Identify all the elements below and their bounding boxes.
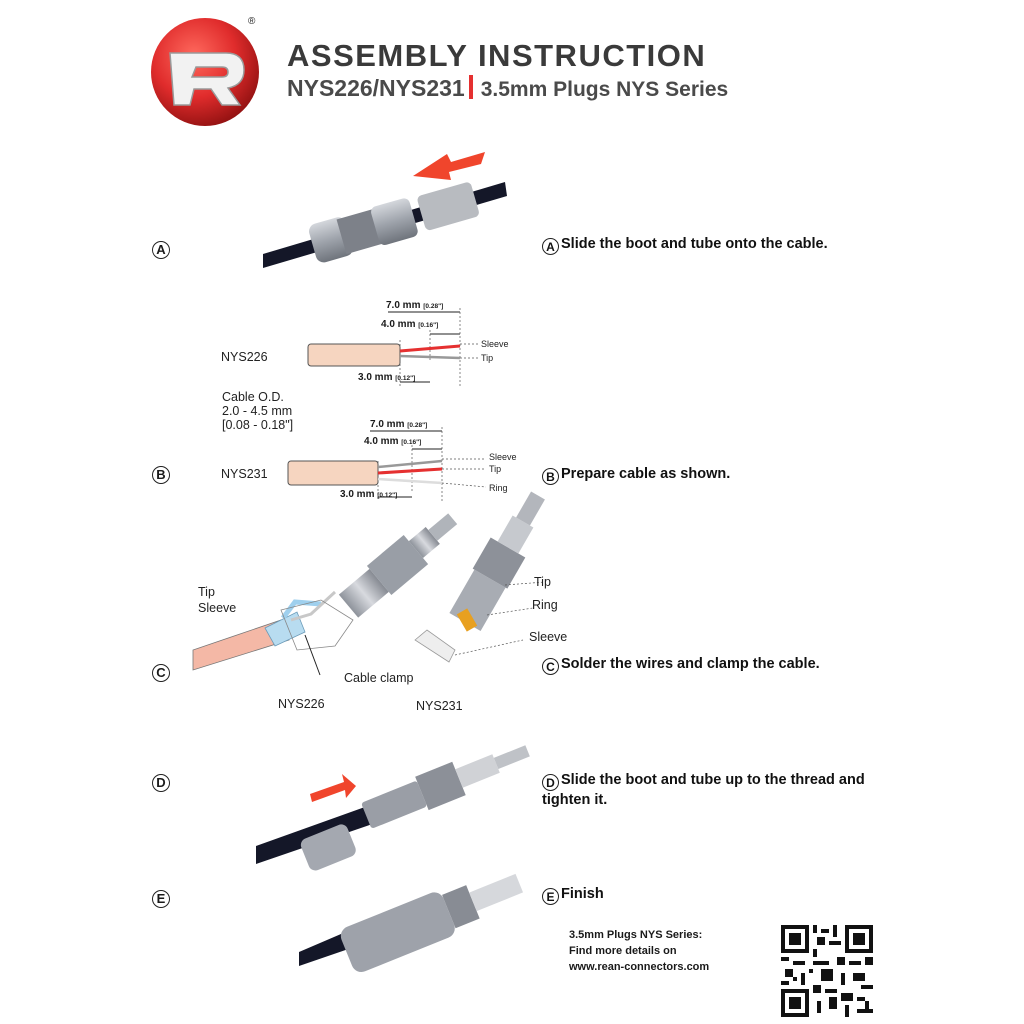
cable-od-label: Cable O.D. 2.0 - 4.5 mm [0.08 - 0.18"] <box>222 390 293 432</box>
step-a-marker: A <box>542 238 559 255</box>
dim-value: 3.0 mm <box>358 372 393 383</box>
dim-inch: [0.16"] <box>401 439 422 446</box>
dim-value: 7.0 mm <box>370 419 405 430</box>
step-e-illustration <box>299 873 524 973</box>
nys231-tip-label: Tip <box>489 464 502 474</box>
direction-arrow <box>413 152 485 180</box>
rean-logo <box>151 18 259 126</box>
step-a-illustration <box>263 152 507 268</box>
dim-inch: [0.28"] <box>423 303 444 310</box>
step-e-marker: E <box>542 888 559 905</box>
nys231-dim-4mm: 4.0 mm [0.16"] <box>364 436 421 447</box>
dim-inch: [0.12"] <box>395 375 416 382</box>
dim-inch: [0.28"] <box>407 422 428 429</box>
footer-line-1: 3.5mm Plugs NYS Series: <box>569 929 703 941</box>
dim-value: 3.0 mm <box>340 489 375 500</box>
cable-od-mm: 2.0 - 4.5 mm <box>222 404 293 418</box>
cable-clamp-label: Cable clamp <box>344 671 414 685</box>
step-a-label: Slide the boot and tube onto the cable. <box>561 236 828 252</box>
nys231-dim-7mm: 7.0 mm [0.28"] <box>370 419 427 430</box>
qr-code[interactable] <box>781 925 873 1017</box>
nys231-solder-illustration <box>414 491 546 663</box>
step-c-marker: C <box>542 658 559 675</box>
nys231-label: NYS231 <box>221 467 268 481</box>
step-d-label: Slide the boot and tube up to the thread… <box>542 772 865 808</box>
step-a-badge: A <box>152 241 170 259</box>
title-divider <box>468 75 473 99</box>
step-d-illustration <box>256 745 530 871</box>
dim-value: 7.0 mm <box>386 300 421 311</box>
series-name: 3.5mm Plugs NYS Series <box>480 78 729 101</box>
c-right-tip-label: Tip <box>534 575 551 589</box>
page-subtitle: NYS226/NYS231 3.5mm Plugs NYS Series <box>287 75 728 102</box>
step-b-badge: B <box>152 466 170 484</box>
nys226-dim-4mm: 4.0 mm [0.16"] <box>381 319 438 330</box>
dim-inch: [0.12"] <box>377 492 398 499</box>
c-left-model-label: NYS226 <box>278 697 325 711</box>
footer-line-2: Find more details on <box>569 945 677 957</box>
nys231-ring-label: Ring <box>489 483 508 493</box>
footer-info: 3.5mm Plugs NYS Series: Find more detail… <box>569 927 709 975</box>
cable-od-title: Cable O.D. <box>222 390 284 404</box>
c-left-sleeve-label: Sleeve <box>198 601 237 615</box>
nys226-solder-illustration <box>192 513 458 676</box>
c-right-model-label: NYS231 <box>416 699 463 713</box>
step-b-label: Prepare cable as shown. <box>561 466 731 482</box>
cable-od-inch: [0.08 - 0.18"] <box>222 418 294 432</box>
nys226-sleeve-label: Sleeve <box>481 339 509 349</box>
c-right-sleeve-label: Sleeve <box>529 630 568 644</box>
direction-arrow <box>310 774 356 802</box>
step-c-label: Solder the wires and clamp the cable. <box>561 656 820 672</box>
step-d-marker: D <box>542 774 559 791</box>
nys226-tip-label: Tip <box>481 353 494 363</box>
dim-inch: [0.16"] <box>418 322 439 329</box>
step-e-label: Finish <box>561 886 604 902</box>
nys231-dim-3mm: 3.0 mm [0.12"] <box>340 489 397 500</box>
page-title: ASSEMBLY INSTRUCTION <box>287 38 707 73</box>
step-c-badge: C <box>152 664 170 682</box>
registered-mark: ® <box>248 16 256 27</box>
c-left-tip-label: Tip <box>198 585 215 599</box>
dim-value: 4.0 mm <box>381 319 416 330</box>
step-e-badge: E <box>152 890 170 908</box>
step-d-badge: D <box>152 774 170 792</box>
nys226-dim-3mm: 3.0 mm [0.12"] <box>358 372 415 383</box>
nys226-label: NYS226 <box>221 350 268 364</box>
step-b-marker: B <box>542 468 559 485</box>
nys226-cable-diagram <box>307 308 478 386</box>
nys226-dim-7mm: 7.0 mm [0.28"] <box>386 300 443 311</box>
c-right-ring-label: Ring <box>532 598 558 612</box>
model-numbers: NYS226/NYS231 <box>287 75 465 101</box>
dim-value: 4.0 mm <box>364 436 399 447</box>
nys231-sleeve-label: Sleeve <box>489 452 517 462</box>
nys231-cable-diagram <box>287 427 487 501</box>
website-link[interactable]: www.rean-connectors.com <box>569 961 710 973</box>
